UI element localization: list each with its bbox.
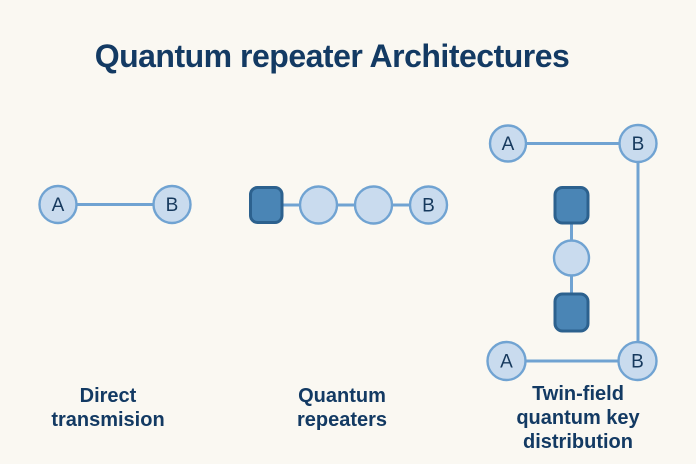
twin-top-node-b-label: B: [632, 134, 645, 155]
direct-node-b-label: B: [166, 195, 179, 216]
twin-bottom-node-b-label: B: [631, 352, 644, 373]
quantum-repeaters-diagram: B: [249, 185, 449, 225]
twin-bottom-node-b: [617, 340, 658, 382]
twin-detector-square-top-icon: [553, 186, 590, 225]
twin-top-node-a: [488, 124, 528, 163]
repeaters-node-b: [408, 185, 449, 225]
twin-detector-square-bottom-icon: [553, 292, 590, 333]
twin-top-node-b: [618, 123, 658, 164]
twin-top-node-a-label: A: [502, 134, 515, 155]
page-title: Quantum repeater Architectures: [94, 38, 570, 74]
twin-field-qkd-diagram: A B A B: [486, 123, 658, 382]
twin-bottom-node-a-label: A: [500, 352, 513, 373]
twin-bottom-node-a: [486, 340, 527, 382]
direct-transmission-diagram: A B: [38, 184, 192, 225]
caption-twin-field-qkd: Twin-field quantum key distribution: [516, 383, 640, 453]
direct-node-a: [38, 184, 78, 225]
twin-midpoint-circle-icon: [552, 239, 591, 277]
direct-node-b: [152, 184, 192, 225]
caption-quantum-repeaters: Quantum repeaters: [296, 385, 388, 431]
repeater-station-circle-1: [298, 185, 339, 225]
repeater-station-circle-2: [353, 185, 394, 225]
repeaters-node-b-label: B: [422, 196, 435, 217]
repeater-square-icon: [249, 186, 284, 224]
caption-direct-transmission: Direct transmision: [51, 385, 165, 431]
direct-node-a-label: A: [52, 195, 65, 216]
